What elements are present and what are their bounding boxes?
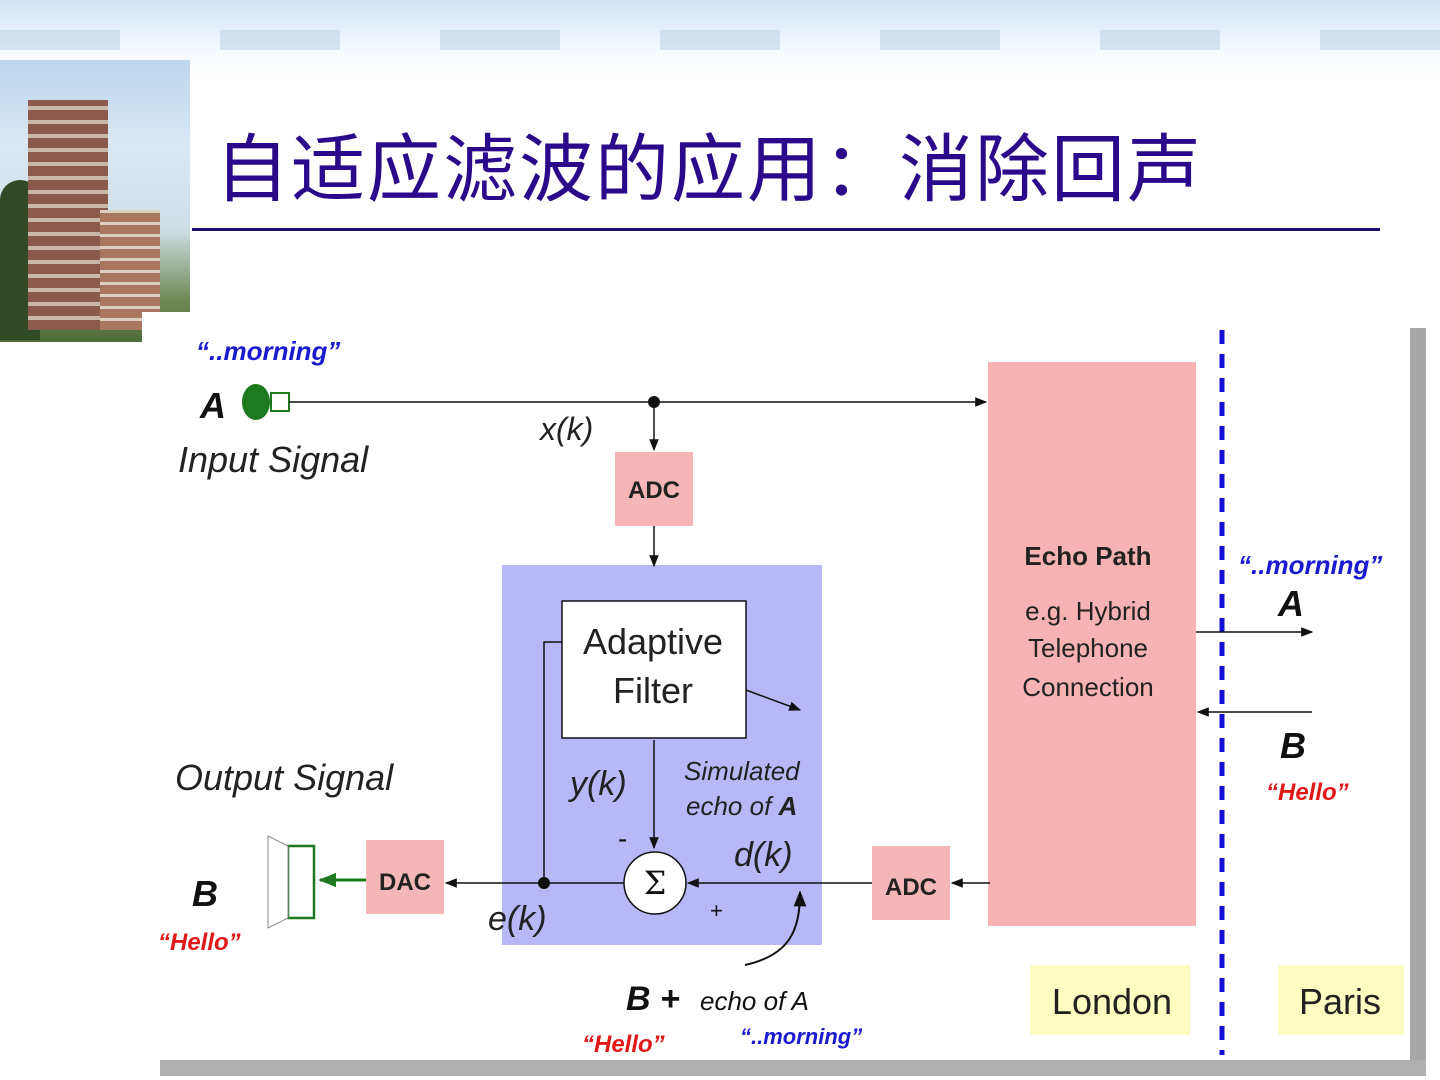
simulated-echo-a: A (778, 791, 798, 821)
y-label: y(k) (568, 765, 627, 803)
diagram-shadow-bottom (160, 1060, 1426, 1076)
error-feedback-line (543, 641, 562, 883)
plus-sign: + (710, 898, 723, 923)
sigma-symbol: Σ (644, 864, 667, 902)
adaptive-filter-label-1: Adaptive (583, 621, 723, 662)
speaker-icon (286, 844, 316, 920)
speaker-cone-icon (267, 835, 289, 929)
title-underline (192, 228, 1380, 231)
echo-path-title: Echo Path (1024, 541, 1151, 571)
paris-box (1278, 965, 1404, 1035)
header-sky-background (0, 0, 1440, 80)
adc-bottom-box (872, 846, 950, 920)
bottom-echo-label: echo of A (700, 986, 809, 1016)
output-quote: “Hello” (158, 929, 241, 956)
adc-bottom-label: ADC (885, 874, 937, 901)
london-box (1030, 965, 1190, 1035)
simulated-echo-prefix: echo of (686, 791, 779, 821)
microphone-icon (242, 384, 270, 420)
simulated-echo-label: echo of A (686, 791, 797, 821)
adaptive-filter-label-2: Filter (613, 670, 693, 711)
echo-path-line-3: Connection (1022, 672, 1154, 702)
adc-top-label: ADC (628, 477, 680, 504)
photo-building-main (28, 100, 108, 330)
echo-path-line-1: e.g. Hybrid (1025, 596, 1151, 626)
d-label: d(k) (734, 836, 793, 874)
echo-path-line-2: Telephone (1028, 633, 1148, 663)
filter-adapt-arrow (745, 689, 802, 711)
bottom-morning: “..morning” (740, 1024, 862, 1049)
photo-building-side (100, 210, 160, 330)
output-signal-label: Output Signal (175, 757, 394, 798)
output-letter: B (192, 873, 218, 914)
bottom-b-plus: B + (626, 980, 680, 1018)
campus-photo (0, 60, 190, 342)
adc-top-box (615, 452, 693, 526)
london-label: London (1052, 981, 1172, 1022)
slide-title: 自适应滤波的应用：消除回声 (215, 127, 1203, 213)
bottom-hello: “Hello” (582, 1031, 665, 1058)
paris-letter-a: A (1277, 583, 1304, 624)
diagram-shadow-right (1410, 328, 1426, 1076)
curved-input-arrow (744, 890, 807, 966)
paris-label: Paris (1299, 981, 1381, 1022)
minus-sign: - (618, 823, 627, 854)
input-letter: A (199, 385, 226, 426)
dac-label: DAC (379, 869, 431, 896)
paris-hello: “Hello” (1266, 779, 1349, 806)
microphone-head-icon (270, 392, 290, 412)
simulated-label: Simulated (684, 756, 801, 786)
input-quote: “..morning” (196, 336, 340, 366)
echo-path-box (988, 362, 1196, 926)
e-label: e(k) (488, 900, 547, 938)
adaptive-filter-box (561, 600, 747, 739)
input-signal-label: Input Signal (178, 439, 369, 480)
paris-quote: “..morning” (1238, 550, 1382, 580)
dac-box (366, 840, 444, 914)
x-label: x(k) (538, 411, 593, 447)
paris-letter-b: B (1280, 725, 1306, 766)
